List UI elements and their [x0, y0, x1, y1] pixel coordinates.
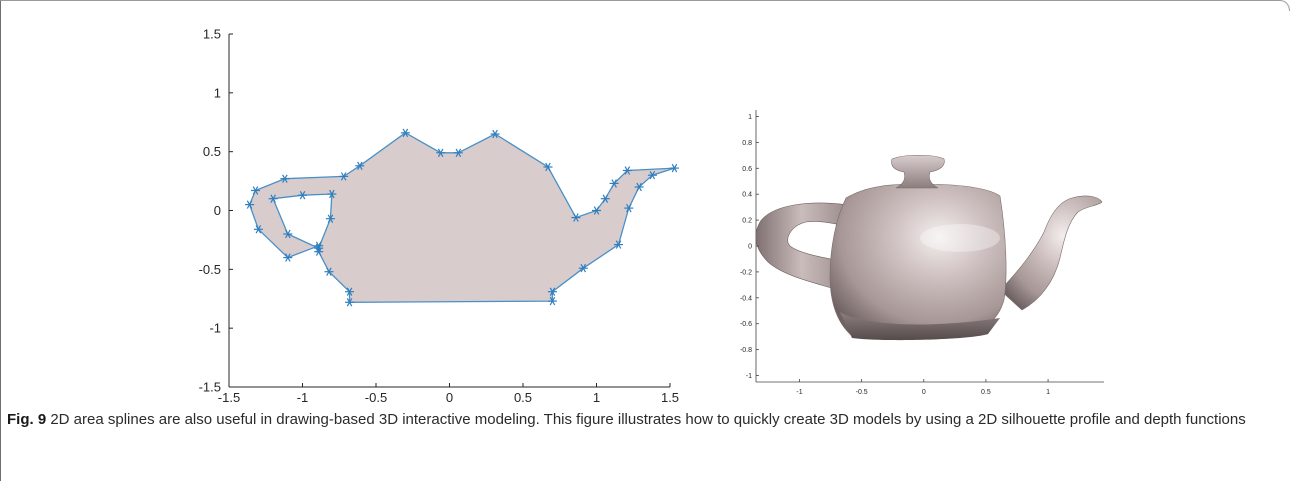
control-point-marker [614, 240, 623, 249]
right-plot: -1 -0.5 0 0.5 1 1 0.8 0.6 0.4 0.2 0 -0.2 -0.4 -0.6 -0.… [740, 110, 1104, 396]
control-point-marker [547, 287, 557, 296]
control-point-marker [283, 253, 293, 262]
control-point-marker [578, 263, 588, 273]
left-plot: -1.5 -1 -0.5 0 0.5 1 1.5 1.5 1 0.5 0 -0.5 -1 -1.5 [199, 27, 679, 406]
control-point-marker [345, 298, 354, 307]
teapot-render [755, 154, 1103, 341]
control-point-marker [436, 148, 446, 158]
teapot-body [829, 183, 1007, 337]
y-tick-label: -1 [746, 373, 752, 380]
teapot-lid [891, 154, 945, 189]
x-tick-label: -1 [297, 390, 309, 405]
x-tick-label: 1 [1046, 389, 1050, 396]
control-point-marker [622, 166, 632, 175]
x-tick-label: 0.5 [981, 389, 991, 396]
x-tick-label: -0.5 [856, 389, 868, 396]
y-tick-label: -0.2 [740, 269, 752, 276]
control-point-marker [634, 182, 644, 192]
control-point-marker [600, 194, 610, 203]
control-point-marker [400, 128, 410, 138]
control-point-marker [298, 191, 307, 200]
x-tick-label: 0.5 [514, 390, 532, 405]
control-point-marker [647, 171, 657, 180]
y-tick-label: 1.5 [203, 27, 221, 42]
control-point-marker [592, 206, 601, 215]
control-point-marker [324, 267, 334, 276]
y-tick-label: 0.5 [203, 144, 221, 159]
control-point-marker [314, 243, 324, 253]
control-point-marker [543, 162, 553, 172]
figure-caption: Fig. 9 2D area splines are also useful i… [7, 410, 1277, 430]
y-tick-label: 0 [214, 203, 221, 218]
y-tick-label: 0.8 [742, 140, 752, 147]
x-tick-label: -0.5 [365, 390, 387, 405]
silhouette-fill [249, 132, 675, 303]
control-point-marker [268, 194, 278, 203]
control-point-marker [490, 129, 500, 139]
x-tick-label: 0 [446, 390, 453, 405]
x-tick-label: -1 [796, 389, 802, 396]
teapot-spout [999, 195, 1103, 311]
caption-text: 2D area splines are also useful in drawi… [50, 411, 1246, 428]
control-point-marker [345, 287, 354, 296]
control-point-marker [571, 213, 581, 222]
y-tick-label: 0 [748, 244, 752, 251]
y-tick-label: 0.2 [742, 218, 752, 225]
y-tick-label: 0.4 [742, 192, 752, 199]
control-point-marker [325, 214, 335, 223]
control-point-marker [547, 296, 557, 306]
x-tick-label: 0 [922, 389, 926, 396]
teapot-base [840, 312, 1000, 341]
control-point-marker [355, 161, 365, 170]
y-tick-label: 1 [748, 114, 752, 121]
control-point-marker [283, 229, 293, 239]
control-point-marker [280, 174, 290, 183]
y-tick-label: -0.4 [740, 295, 752, 302]
y-tick-label: -1 [209, 321, 221, 336]
control-point-marker [327, 189, 337, 199]
y-tick-label: -0.8 [740, 347, 752, 354]
caption-label: Fig. 9 [7, 411, 47, 428]
control-point-marker [245, 200, 255, 209]
control-point-marker [251, 186, 260, 195]
control-point-marker [453, 148, 463, 158]
control-point-marker [609, 179, 619, 188]
x-tick-label: 1 [593, 390, 600, 405]
y-tick-label: -1.5 [199, 380, 221, 395]
y-tick-label: 0.6 [742, 166, 752, 173]
control-point-marker [624, 203, 634, 213]
y-tick-label: -0.5 [199, 262, 221, 277]
x-tick-label: 1.5 [661, 390, 679, 405]
y-tick-label: 1 [214, 85, 221, 100]
teapot-highlight [920, 224, 1000, 252]
control-point-marker [339, 172, 349, 181]
y-tick-label: -0.6 [740, 321, 752, 328]
control-point-marker [669, 163, 679, 173]
control-point-marker [253, 225, 263, 234]
x-tick-label: -1.5 [218, 390, 240, 405]
